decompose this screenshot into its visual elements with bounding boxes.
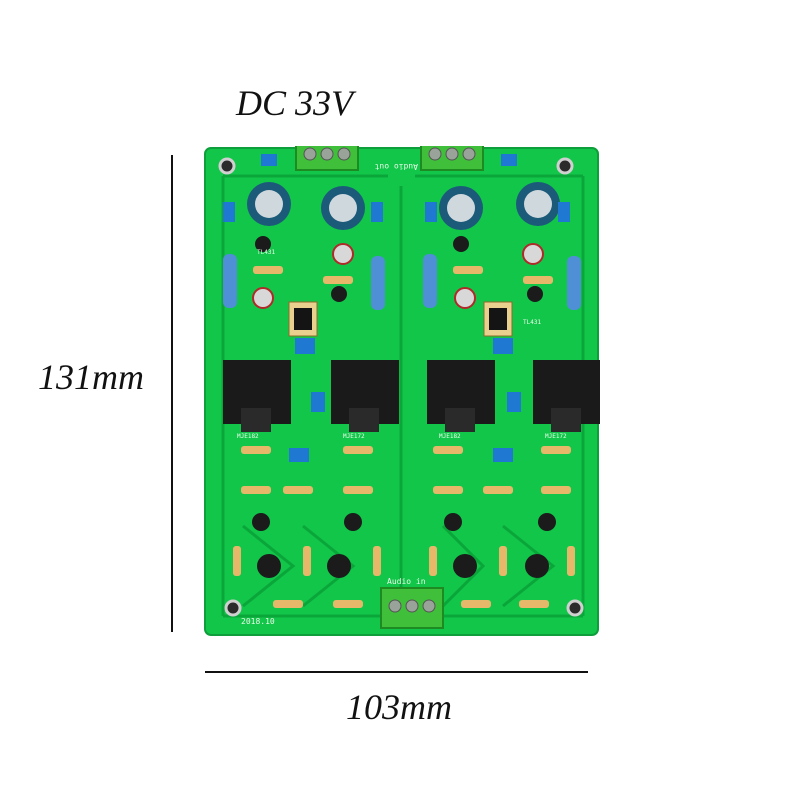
electrolytic-capacitors xyxy=(247,182,560,309)
resistors xyxy=(223,254,581,608)
small-transistors xyxy=(252,236,556,578)
left-tl431-silkscreen: TL431 xyxy=(257,249,275,256)
mounting-hole xyxy=(566,599,584,617)
date-silkscreen: 2018.10 xyxy=(241,617,275,626)
film-capacitors xyxy=(223,154,570,462)
right-tl431-silkscreen: TL431 xyxy=(523,319,541,326)
width-dimension-line xyxy=(205,671,588,673)
audio-out-silkscreen: Audio out xyxy=(374,162,418,171)
mounting-hole xyxy=(224,599,242,617)
audio-in-silkscreen: Audio in xyxy=(387,577,426,586)
right-mje172-silkscreen: MJE172 xyxy=(545,433,567,440)
height-dimension-line xyxy=(171,155,173,632)
circuit-board: Audio out Audio in 2018.10 TL431 TL431 M… xyxy=(204,146,600,636)
power-label: DC 33V xyxy=(236,83,353,123)
heatsinks xyxy=(223,360,600,432)
left-mje172-silkscreen: MJE172 xyxy=(343,433,365,440)
input-terminal-block xyxy=(380,587,444,629)
mounting-holes xyxy=(218,157,584,617)
power-terminal-block xyxy=(295,146,359,171)
height-dimension-label: 131mm xyxy=(38,357,144,397)
mounting-hole xyxy=(556,157,574,175)
mounting-hole xyxy=(218,157,236,175)
right-mje182-silkscreen: MJE182 xyxy=(439,433,461,440)
width-dimension-label: 103mm xyxy=(346,687,452,727)
left-mje182-silkscreen: MJE182 xyxy=(237,433,259,440)
opamp-ics xyxy=(288,301,513,337)
output-terminal-block xyxy=(420,146,484,171)
